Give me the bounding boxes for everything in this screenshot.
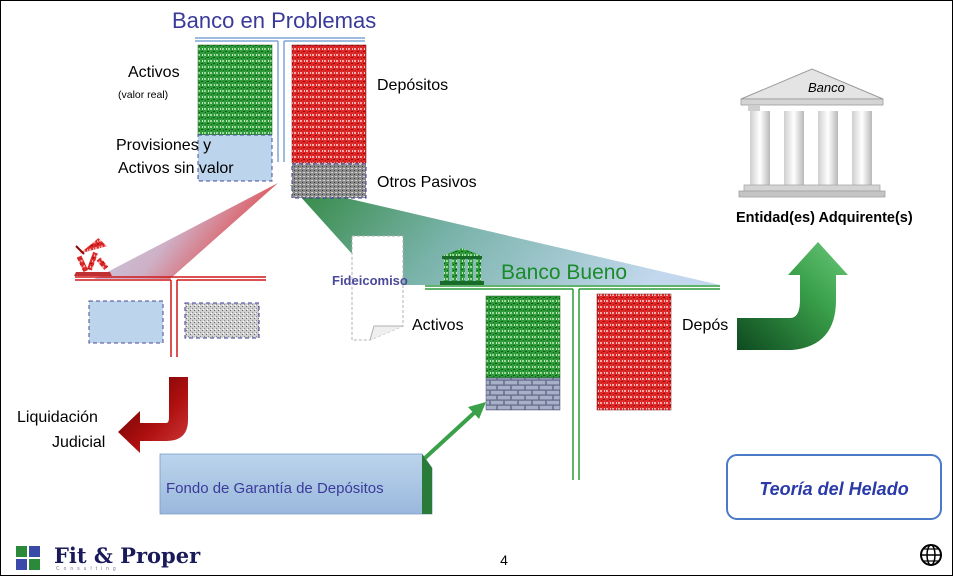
liquidation-label-line2: Judicial [52,434,106,451]
problem-bank-title: Banco en Problemas [172,8,377,33]
brand-subtitle: Consulting [56,566,120,572]
trust-document-icon [351,235,404,341]
good-assets-deposit-fund-block [485,377,561,411]
problem-assets-block [197,44,273,136]
fund-arrow [423,402,486,460]
provisions-label-line1: Provisiones y [116,137,212,154]
provisions-block [197,134,273,182]
theory-label: Teoría del Helado [759,479,909,499]
page-number: 4 [500,552,508,568]
fit-proper-logo [16,546,40,570]
red-transfer-triangle [94,183,278,279]
good-deposits-block [596,293,672,411]
fund-label: Fondo de Garantía de Depósitos [166,480,384,497]
acquirer-label: Entidad(es) Adquirente(s) [736,210,913,226]
fund-box-edge [422,454,432,514]
liquidation-other-block [184,302,260,339]
other-liabilities-label: Otros Pasivos [377,174,477,191]
other-liabilities-block [291,163,367,199]
problem-deposits-label: Depósitos [377,77,449,94]
liquidation-arrow [118,377,188,453]
brand-name: Fit & Proper [54,543,201,568]
temple-label: Banco [808,80,845,95]
theory-box [726,454,942,520]
trust-label: Fideicomiso [332,273,408,288]
problem-bank-divider [195,37,365,162]
provisions-label-line2: Activos sin valor [118,160,234,177]
acquirer-arrow [737,242,848,350]
good-deposits-label: Depós [682,317,729,334]
mini-bank-icon [440,248,484,285]
world-bank-logo [920,544,942,566]
temple-icon [738,68,886,198]
good-assets-label: Activos [412,317,464,334]
liquidation-label-line1: Liquidación [17,409,98,426]
collapsed-bank-icon [74,238,112,276]
liquidation-divider [75,276,266,357]
good-bank-title: Banco Bueno [501,261,628,284]
problem-assets-label: Activos [128,64,180,81]
good-assets-block [485,295,561,379]
problem-assets-note: (valor real) [118,89,169,101]
good-bank-divider [425,285,720,480]
liquidation-provisions-block [88,300,164,344]
problem-deposits-block [291,44,367,164]
